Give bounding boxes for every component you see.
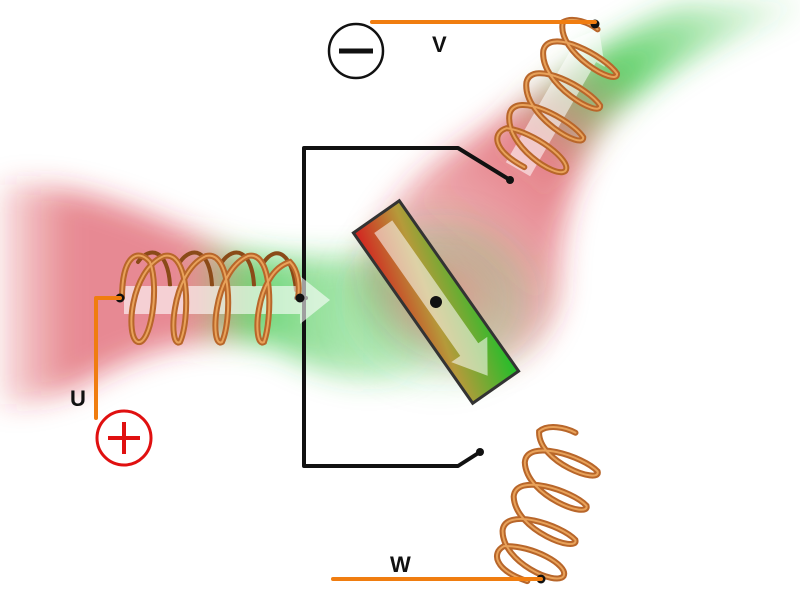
coil-w — [476, 424, 601, 585]
phase-label-w: W — [390, 552, 411, 577]
star-dot-u — [295, 293, 305, 303]
positive-terminal-icon — [95, 409, 153, 467]
coil-u — [115, 250, 330, 346]
star-dot-v — [506, 176, 514, 184]
frame-upper-branch — [302, 146, 512, 302]
rotor-axis-dot — [430, 296, 442, 308]
coil-v-highlight — [496, 18, 619, 174]
field-arrow-icon — [505, 28, 605, 177]
coil-icon — [136, 250, 298, 292]
coil-w-front — [494, 424, 601, 585]
coil-u-highlight — [121, 254, 300, 344]
lead-wire-u — [94, 296, 122, 420]
field-arrow-icon — [374, 220, 488, 376]
coil-w-highlight — [495, 426, 599, 583]
negative-terminal-icon — [327, 22, 385, 80]
frame-lower-branch — [302, 298, 482, 468]
lead-wires — [94, 20, 597, 581]
phase-label-u: U — [70, 386, 86, 411]
phase-label-v: V — [432, 32, 447, 57]
star-dot-w — [476, 448, 484, 456]
rotor-magnet-icon — [351, 198, 521, 406]
coil-u-back — [136, 250, 298, 292]
